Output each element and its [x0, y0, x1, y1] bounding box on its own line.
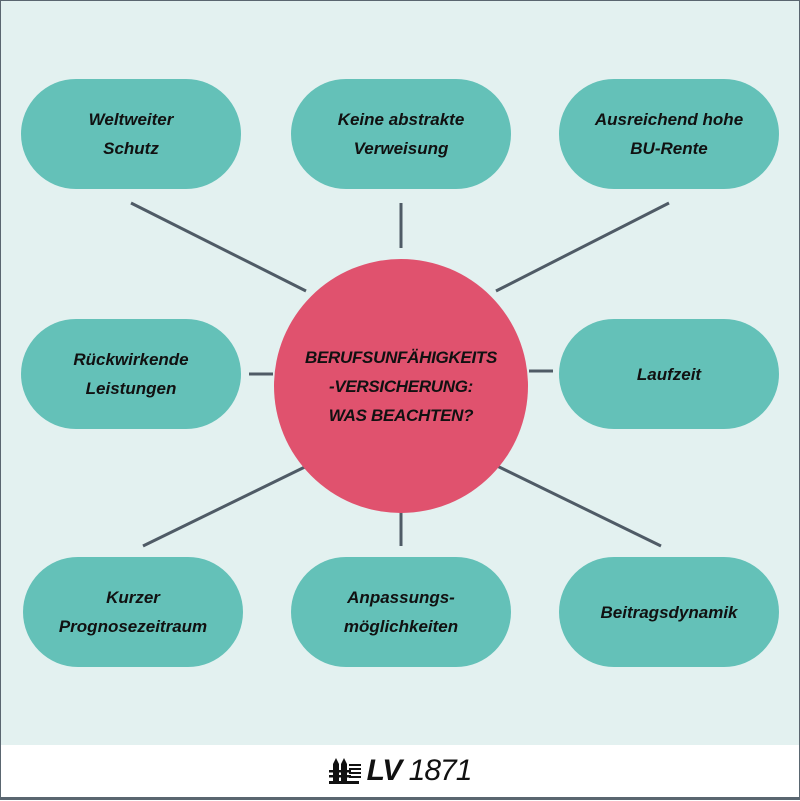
node-beitragsdynamik: Beitragsdynamik	[559, 557, 779, 667]
connector-line	[130, 201, 307, 293]
node-weltweiter-schutz: Weltweiter Schutz	[21, 79, 241, 189]
center-node: BERUFSUNFÄHIGKEITS -VERSICHERUNG: WAS BE…	[274, 259, 528, 513]
node-laufzeit: Laufzeit	[559, 319, 779, 429]
logo-towers-icon	[328, 758, 361, 784]
connector-line	[495, 201, 670, 293]
connector-line	[490, 461, 662, 548]
node-prognosezeitraum: Kurzer Prognosezeitraum	[23, 557, 243, 667]
logo-number: 1871	[408, 754, 473, 787]
footer: LV 1871	[1, 745, 799, 799]
logo: LV 1871	[366, 754, 473, 788]
node-rueckwirkende-leistungen: Rückwirkende Leistungen	[21, 319, 241, 429]
node-bu-rente: Ausreichend hohe BU-Rente	[559, 79, 779, 189]
connector-line	[142, 461, 314, 548]
logo-brand: LV	[366, 754, 403, 787]
node-anpassungsmoeglichkeiten: Anpassungs- möglichkeiten	[291, 557, 511, 667]
node-keine-abstrakte-verweisung: Keine abstrakte Verweisung	[291, 79, 511, 189]
